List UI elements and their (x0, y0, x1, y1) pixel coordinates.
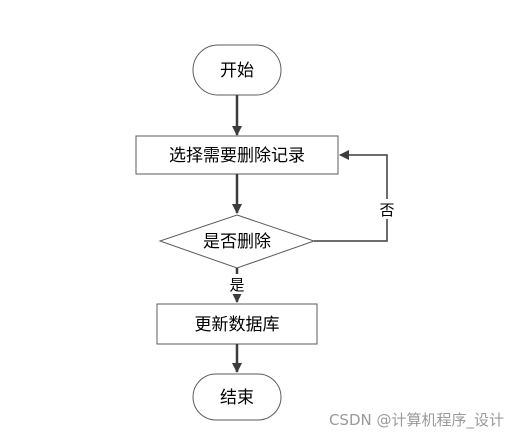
update-database-node: 更新数据库 (156, 303, 318, 345)
yes-label-background (228, 274, 246, 294)
select-records-node: 选择需要删除记录 (135, 135, 339, 175)
update-database-node-label: 更新数据库 (195, 315, 280, 335)
select-records-node-label: 选择需要删除记录 (169, 146, 305, 166)
select-records-node-shape (135, 135, 339, 175)
end-node: 结束 (192, 373, 282, 421)
end-node-label: 结束 (220, 388, 254, 408)
edge-decision-no-loop (314, 150, 388, 242)
no-label-background (378, 199, 396, 219)
start-node-label: 开始 (220, 61, 254, 81)
edge-label-yes: 是 (229, 276, 244, 294)
decision-node-label: 是否删除 (203, 232, 271, 252)
start-node: 开始 (192, 44, 282, 96)
update-database-node-shape (156, 303, 318, 345)
end-node-shape (192, 373, 282, 421)
csdn-watermark: CSDN @计算机程序_设计 (329, 411, 504, 430)
edge-label-no: 否 (379, 201, 394, 219)
decision-node: 是否删除 (158, 214, 316, 269)
